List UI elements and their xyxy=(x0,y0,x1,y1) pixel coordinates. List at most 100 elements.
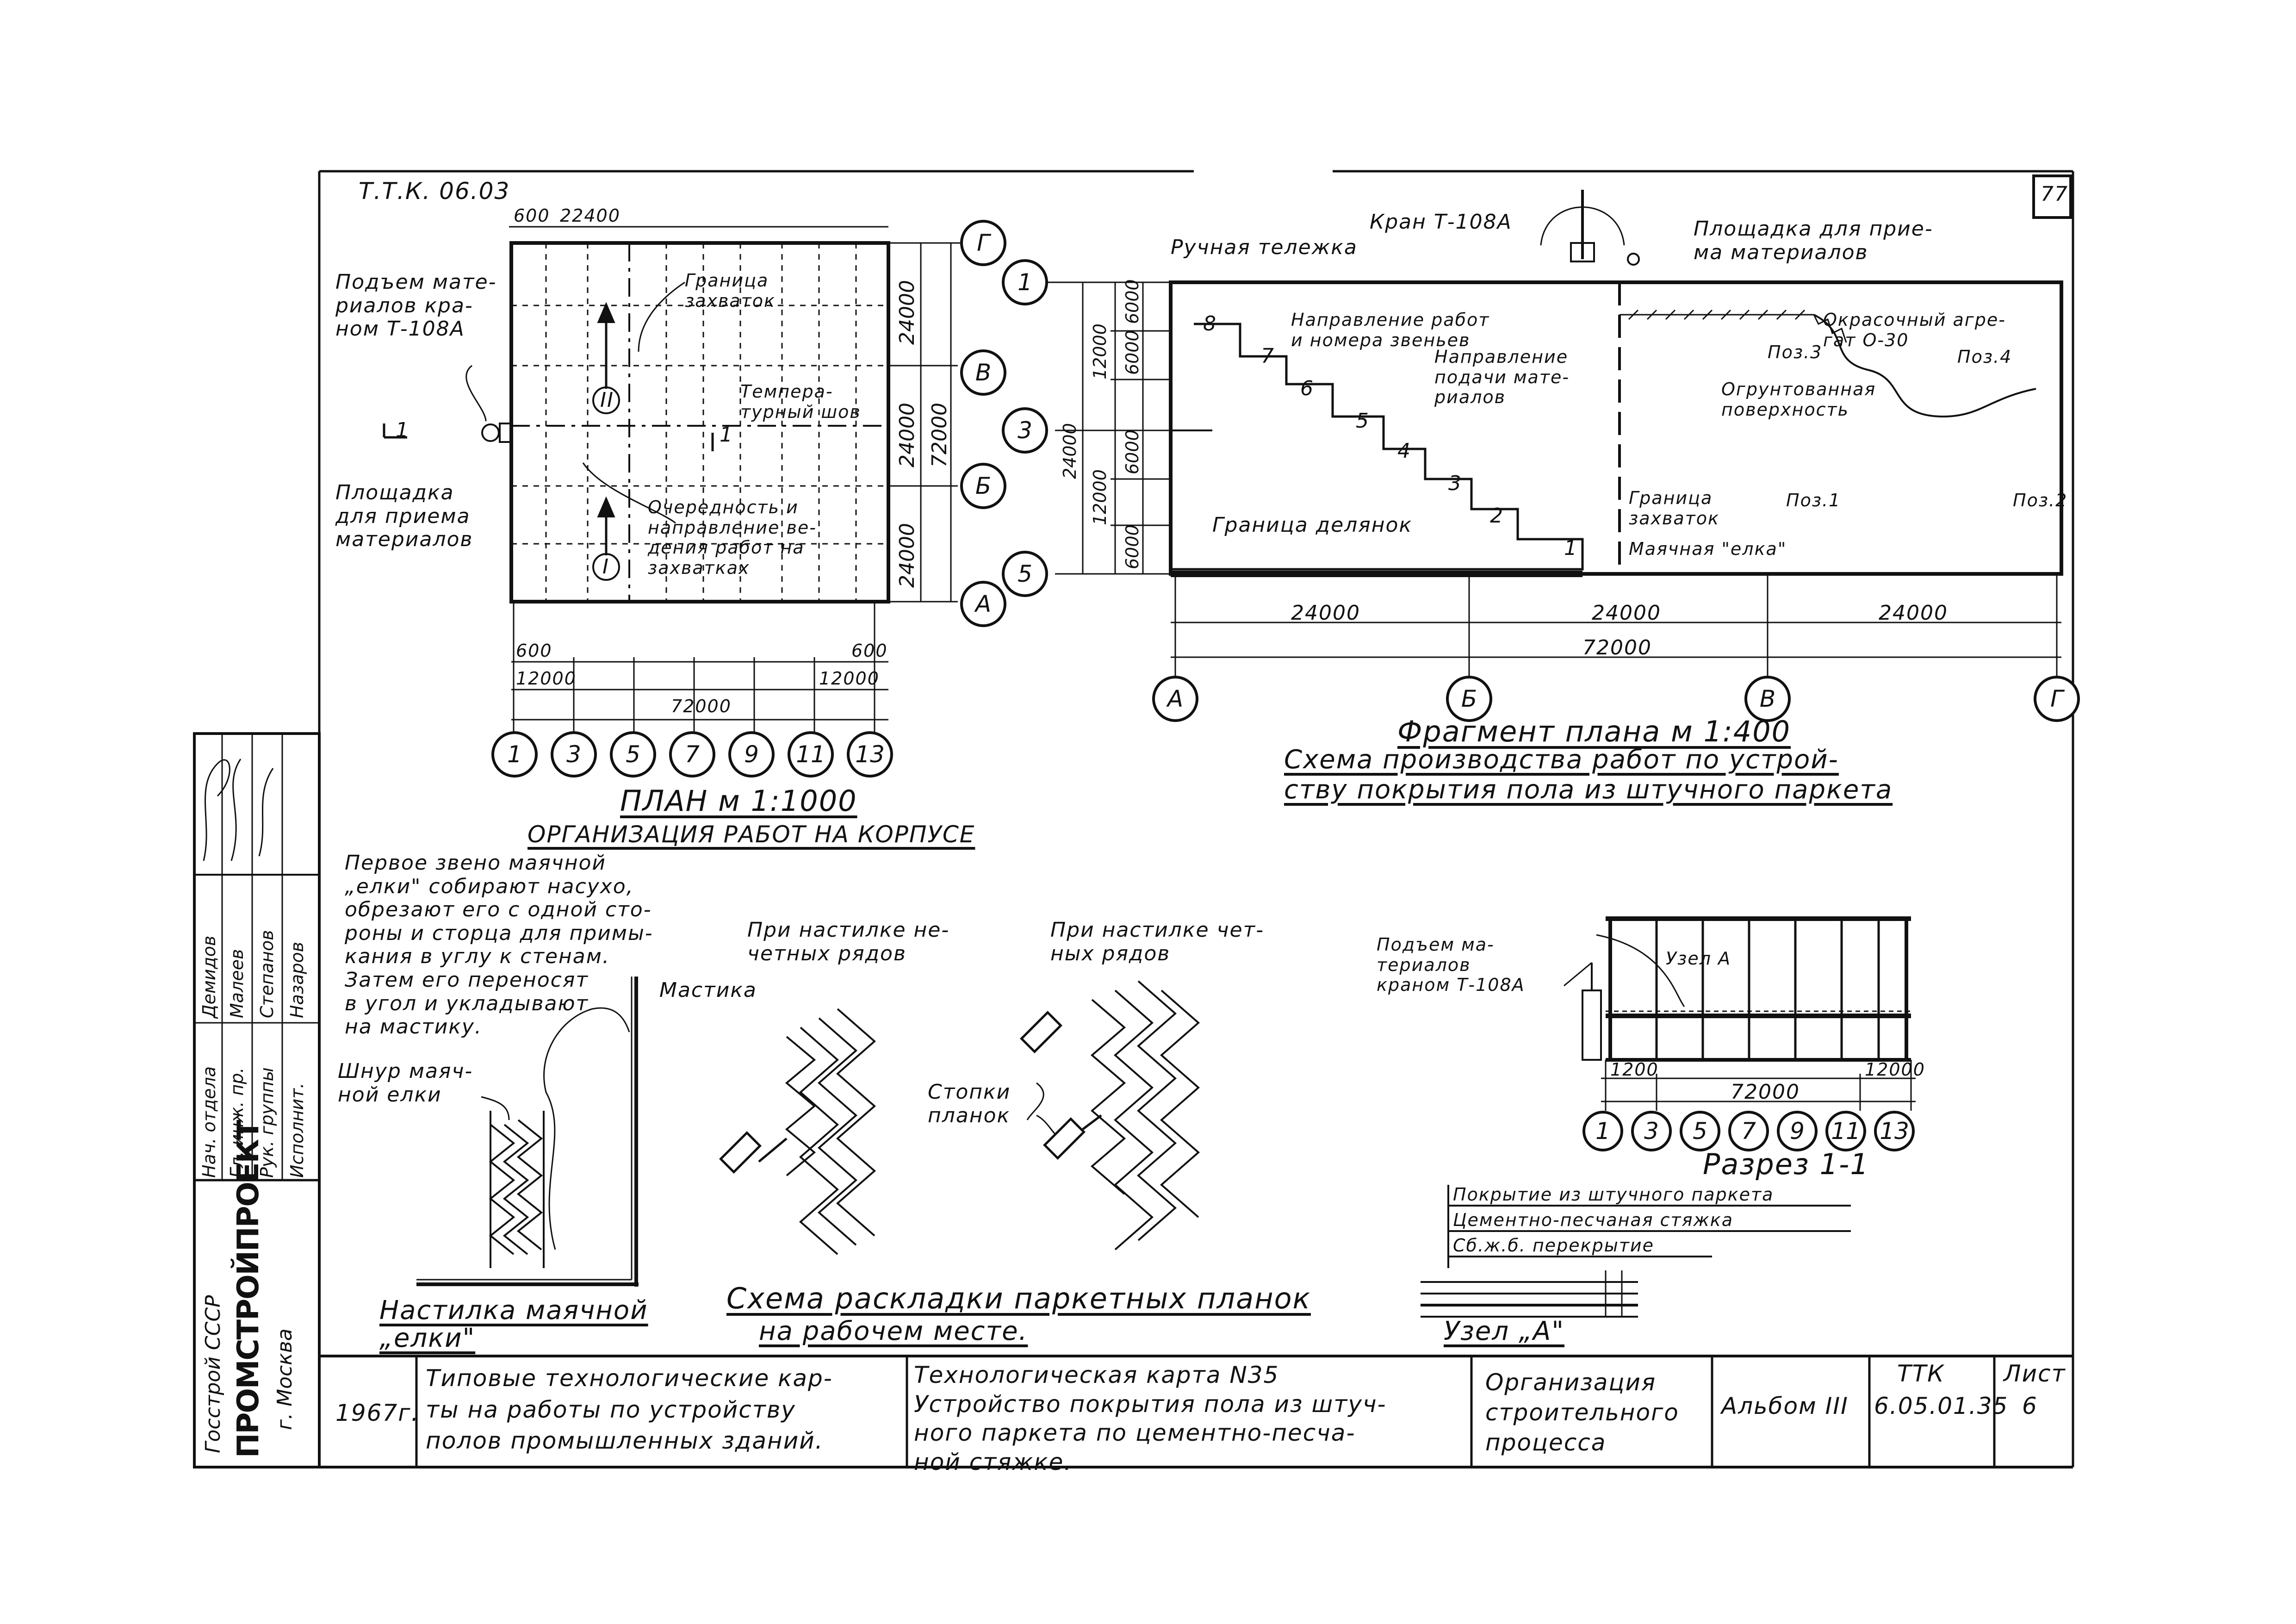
plan-zone-ii: II xyxy=(600,388,614,412)
tb-ttk-code: 6.05.01.35 xyxy=(1874,1393,2009,1419)
plan-dim-right-1: 24000 xyxy=(895,280,919,345)
sheet-code: Т.Т.К. 06.03 xyxy=(359,178,510,205)
fragment-dim-left-2: 6000 xyxy=(1122,330,1142,375)
fragment-step-1: 1 xyxy=(1564,536,1578,560)
fragment-label-beacon: Маячная "елка" xyxy=(1629,539,1787,559)
plan-section-mark-2: 1 xyxy=(720,423,733,447)
fragment-label-platform: Площадка для прие- ма материалов xyxy=(1694,217,1933,264)
node-layer-3: Сб.ж.б. перекрытие xyxy=(1453,1235,1654,1256)
fragment-subtitle-1: Схема производства работ по устрой- xyxy=(1284,745,1839,775)
fragment-step-5: 5 xyxy=(1356,409,1370,433)
plan-label-temp-joint: Темпера- турный шов xyxy=(740,381,861,422)
fragment-dim-left-4: 6000 xyxy=(1122,524,1142,569)
plan-axis-row-v: В xyxy=(960,349,1006,396)
fragment-label-plot-boundary: Граница делянок xyxy=(1212,513,1413,537)
fragment-title: Фрагмент плана м 1:400 xyxy=(1397,715,1791,748)
plan-label-sequence: Очередность и направление ве- дения рабо… xyxy=(648,497,817,579)
fragment-pos2: Поз.2 xyxy=(2013,490,2068,510)
layout-label-odd: При настилке не- четных рядов xyxy=(747,918,950,965)
plan-dim-bottom-total: 72000 xyxy=(671,696,732,716)
section-axis-5: 5 xyxy=(1680,1111,1720,1151)
plan-axis-col-9: 9 xyxy=(728,731,775,778)
plan-axis-row-b: Б xyxy=(960,463,1006,509)
tb-ttk-label: ТТК xyxy=(1897,1360,1945,1387)
beacon-title-1: Настилка маячной xyxy=(379,1295,648,1325)
section-dim-right: 12000 xyxy=(1865,1059,1925,1080)
fragment-pos4: Поз.4 xyxy=(1957,347,2012,367)
fragment-label-crane: Кран Т-108А xyxy=(1370,210,1512,234)
tb-section: Организация строительного процесса xyxy=(1485,1369,1679,1456)
fragment-label-sprayer: Окрасочный агре- гат О-30 xyxy=(1823,310,2006,350)
stamp-role-3: Рук. группы xyxy=(257,1067,277,1178)
fragment-step-6: 6 xyxy=(1300,377,1314,400)
section-axis-3: 3 xyxy=(1631,1111,1672,1151)
plan-subtitle: ОРГАНИЗАЦИЯ РАБОТ НА КОРПУСЕ xyxy=(527,821,975,848)
layout-label-stacks: Стопки планок xyxy=(928,1080,1011,1127)
tb-sheet-no: 6 xyxy=(2022,1393,2038,1419)
plan-dim-top-1: 600 xyxy=(514,205,550,226)
fragment-step-7: 7 xyxy=(1261,344,1275,368)
layout-title-1: Схема раскладки паркетных планок xyxy=(726,1282,1311,1315)
plan-label-crane: Подъем мате- риалов кра- ном Т-108А xyxy=(335,270,497,341)
fragment-axis-col-v: В xyxy=(1744,676,1791,722)
fragment-dim-total: 72000 xyxy=(1582,636,1652,660)
fragment-dim-bottom-3: 24000 xyxy=(1879,601,1948,625)
fragment-axis-col-b: Б xyxy=(1446,676,1492,722)
stamp-name-4: Назаров xyxy=(287,941,307,1018)
fragment-axis-row-3: 3 xyxy=(1002,407,1048,454)
page-number: 77 xyxy=(2041,182,2068,206)
plan-label-platform: Площадка для приема материалов xyxy=(335,481,473,552)
section-label-lift: Подъем ма- териалов краном Т-108А xyxy=(1377,934,1525,996)
fragment-label-zone-boundary: Граница захваток xyxy=(1629,488,1719,529)
stamp-org-3: г. Москва xyxy=(273,1328,297,1430)
fragment-step-4: 4 xyxy=(1397,439,1411,463)
fragment-pos3: Поз.3 xyxy=(1768,342,1823,362)
plan-dim-bottom-right: 600 xyxy=(851,641,888,661)
layout-label-even: При настилке чет- ных рядов xyxy=(1050,918,1265,965)
stamp-name-1: Демидов xyxy=(199,935,219,1018)
plan-zone-i: I xyxy=(602,555,609,579)
tb-card: Технологическая карта N35 Устройство пок… xyxy=(914,1362,1387,1475)
tb-album: Альбом III xyxy=(1721,1393,1849,1419)
plan-section-mark: 1 xyxy=(396,418,410,442)
fragment-step-2: 2 xyxy=(1490,504,1504,528)
tb-year: 1967г. xyxy=(335,1400,420,1426)
plan-axis-col-5: 5 xyxy=(610,731,656,778)
stamp-role-2: Гл. инж. пр. xyxy=(227,1067,247,1178)
plan-dim-right-2: 24000 xyxy=(895,403,919,467)
section-title: Разрез 1-1 xyxy=(1703,1147,1869,1181)
node-layer-2: Цементно-песчаная стяжка xyxy=(1453,1210,1733,1230)
node-layer-1: Покрытие из штучного паркета xyxy=(1453,1184,1774,1205)
fragment-pos1: Поз.1 xyxy=(1786,490,1841,510)
fragment-label-supply: Направление подачи мате- риалов xyxy=(1434,347,1570,408)
plan-title: ПЛАН м 1:1000 xyxy=(620,784,857,818)
fragment-label-primed: Огрунтованная поверхность xyxy=(1721,379,1876,420)
fragment-dim-left-3: 6000 xyxy=(1122,429,1142,474)
fragment-dim-left-5: 12000 xyxy=(1090,324,1110,380)
fragment-label-direction: Направление работ и номера звеньев xyxy=(1291,310,1490,350)
fragment-axis-row-1: 1 xyxy=(1002,259,1048,305)
section-axis-1: 1 xyxy=(1582,1111,1623,1151)
plan-axis-row-a: А xyxy=(960,581,1006,627)
section-dim-left: 1200 xyxy=(1610,1059,1659,1080)
fragment-step-8: 8 xyxy=(1203,312,1217,336)
plan-dim-bottom-right2: 12000 xyxy=(819,668,880,689)
fragment-step-3: 3 xyxy=(1448,472,1462,495)
fragment-dim-left-1: 6000 xyxy=(1122,279,1142,324)
beacon-label-mastic: Мастика xyxy=(659,978,757,1002)
plan-axis-col-13: 13 xyxy=(847,731,893,778)
plan-dim-bottom-left: 600 xyxy=(516,641,552,661)
stamp-org-1: Госстрой СССР xyxy=(201,1295,225,1453)
plan-axis-col-1: 1 xyxy=(491,731,538,778)
beacon-note: Первое звено маячной „елки" собирают нас… xyxy=(345,851,653,1039)
plan-dim-right-3: 24000 xyxy=(895,523,919,588)
fragment-dim-bottom-2: 24000 xyxy=(1592,601,1661,625)
fragment-dim-bottom-1: 24000 xyxy=(1291,601,1360,625)
fragment-axis-col-g: Г xyxy=(2034,676,2080,722)
stamp-role-4: Исполнит. xyxy=(287,1083,307,1178)
fragment-subtitle-2: ству покрытия пола из штучного паркета xyxy=(1284,775,1893,805)
node-title: Узел „А" xyxy=(1444,1316,1565,1346)
fragment-dim-left-6: 12000 xyxy=(1090,469,1110,525)
fragment-label-cart: Ручная тележка xyxy=(1171,236,1358,259)
